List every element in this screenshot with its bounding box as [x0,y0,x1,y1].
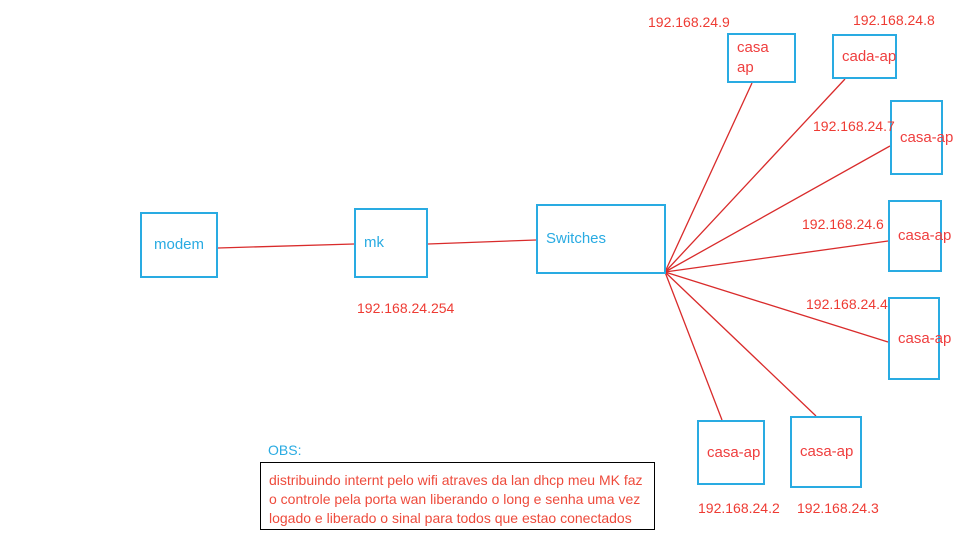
node-ap4[interactable]: casa-ap [888,297,952,380]
connection-line-switches-ap7 [664,145,891,273]
connection-line-modem-mk [217,243,355,249]
obs-line: distribuindo internt pelo wifi atraves d… [269,472,643,488]
node-ap7[interactable]: casa-ap [890,100,954,175]
node-label-ap2: casa-ap [707,443,761,461]
node-modem[interactable]: modem [140,212,218,278]
node-ap8[interactable]: cada-ap [832,34,897,79]
obs-title: OBS: [268,442,302,458]
node-switches[interactable]: Switches [536,204,666,274]
connection-line-switches-ap6 [664,240,889,273]
node-mk[interactable]: mk [354,208,428,278]
ip-ap8: 192.168.24.8 [853,12,935,28]
node-label-switches: Switches [546,230,607,247]
node-label-ap3: casa-ap [800,443,854,460]
ip-ap7: 192.168.24.7 [813,118,895,134]
ip-ap2: 192.168.24.2 [698,500,780,516]
obs-line: o controle pela porta wan liberando o lo… [269,491,641,507]
node-label-ap6: casa-ap [898,227,952,244]
node-ap3[interactable]: casa-ap [790,416,862,488]
node-ap9[interactable]: casa ap [727,33,796,83]
ip-mk: 192.168.24.254 [357,300,455,316]
connection-line-switches-ap3 [664,271,817,417]
connection-line-mk-switches [427,239,537,245]
node-label-ap8: cada-ap [842,47,897,65]
node-ap6[interactable]: casa-ap [888,200,952,272]
node-label-ap7: casa-ap [900,128,954,146]
ip-ap9: 192.168.24.9 [648,14,730,30]
connection-line-switches-ap9 [664,82,753,273]
node-ap2[interactable]: casa-ap [697,420,765,485]
obs-line: logado e liberado o sinal para todos que… [269,510,632,526]
ip-ap3: 192.168.24.3 [797,500,879,516]
node-label-ap9: ap [737,59,754,76]
obs-note-box: distribuindo internt pelo wifi atraves d… [260,462,655,530]
node-label-ap4: casa-ap [898,329,952,347]
node-label-ap9: casa [737,39,769,56]
connection-line-switches-ap8 [664,78,846,273]
connection-line-switches-ap2 [664,271,723,421]
node-label-mk: mk [364,234,384,251]
ip-ap6: 192.168.24.6 [802,216,884,232]
ip-ap4: 192.168.24.4 [806,296,888,312]
node-label-modem: modem [153,236,205,253]
